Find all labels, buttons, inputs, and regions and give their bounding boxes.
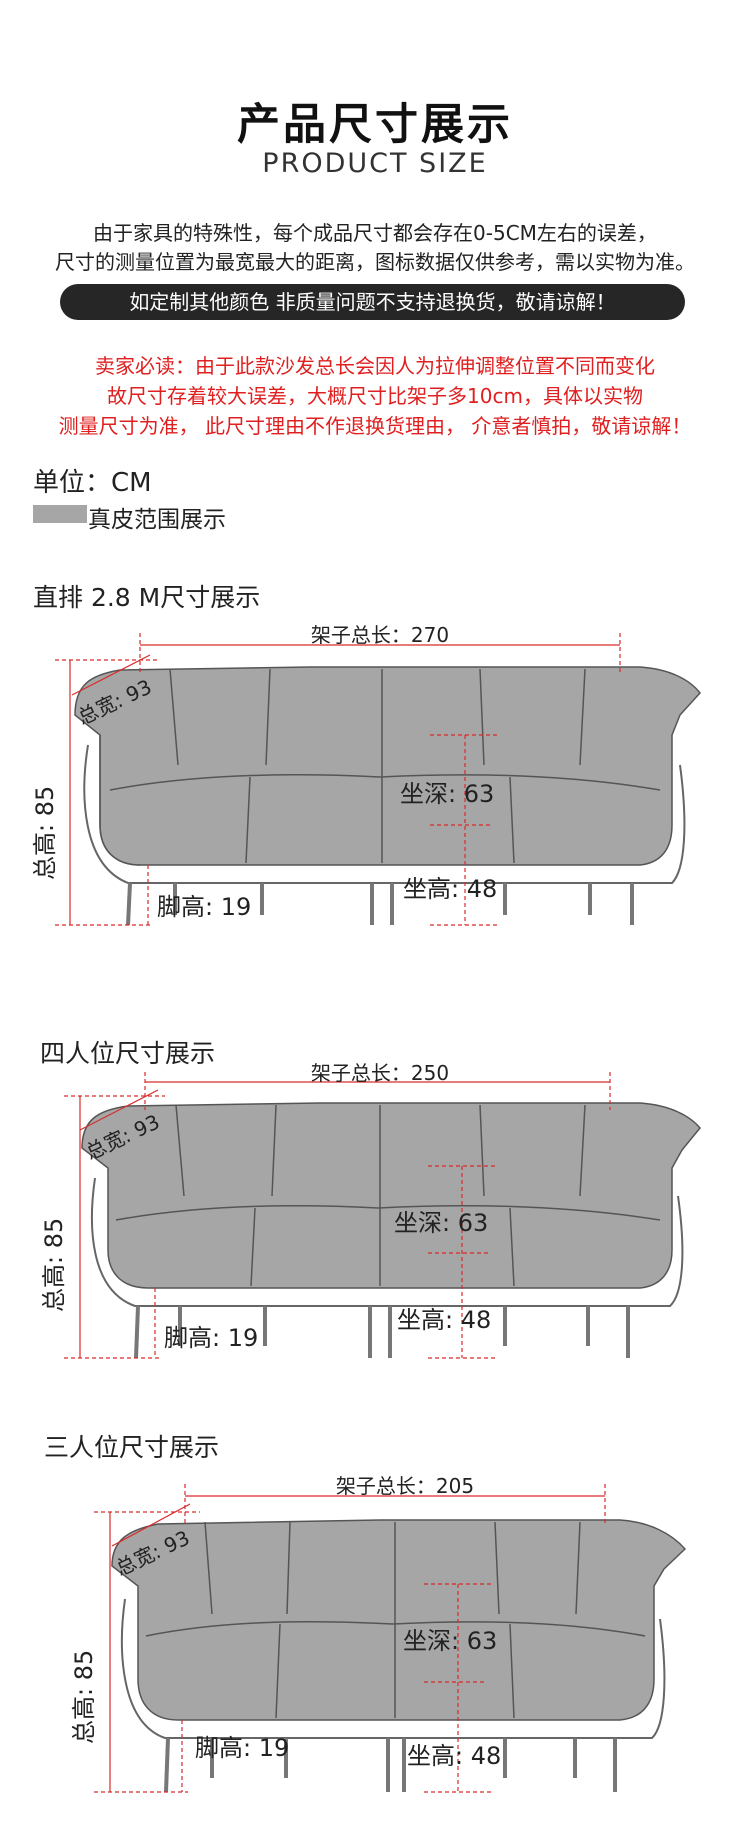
sofa-diagram-3: 架子总长：205 总宽: 93 总高: 85 坐深: 63 坐高: 48 脚高:… bbox=[70, 1474, 687, 1793]
seat-height-label: 坐高: 48 bbox=[403, 875, 497, 903]
sofa-frame bbox=[91, 1177, 684, 1307]
sofa-legs bbox=[134, 1305, 630, 1359]
sofa-diagram-1: 架子总长：270 总宽: 93 总高: 85 坐深: 63 坐高: 48 脚高:… bbox=[31, 623, 701, 926]
section-title-1: 直排 2.8 M尺寸展示 bbox=[33, 583, 261, 612]
notice-bar: 如定制其他颜色 非质量问题不支持退换货，敬请谅解！ bbox=[60, 284, 685, 320]
warning-line-3: 测量尺寸为准， 此尺寸理由不作退换货理由， 介意者慎拍，敬请谅解！ bbox=[58, 414, 692, 438]
sofa-frame bbox=[120, 1598, 666, 1739]
intro-line-1: 由于家具的特殊性，每个成品尺寸都会存在0-5CM左右的误差， bbox=[93, 221, 657, 245]
sofa-diagram-2: 架子总长：250 总宽: 93 总高: 85 坐深: 63 坐高: 48 脚高:… bbox=[40, 1061, 701, 1359]
seat-height-label: 坐高: 48 bbox=[397, 1306, 491, 1334]
total-height-label: 总高: 85 bbox=[70, 1650, 98, 1744]
seat-depth-label: 坐深: 63 bbox=[400, 780, 494, 808]
sofa-shape bbox=[111, 1519, 687, 1721]
total-height-label: 总高: 85 bbox=[40, 1218, 68, 1312]
section-title-2: 四人位尺寸展示 bbox=[40, 1039, 216, 1068]
dimension-lines bbox=[55, 633, 621, 926]
warning-line-2: 故尺寸存着较大误差，大概尺寸比架子多10cm，具体以实物 bbox=[107, 384, 643, 408]
frame-length-label: 架子总长：270 bbox=[311, 623, 449, 647]
sofa-frame bbox=[83, 744, 686, 884]
unit-label: 单位：CM bbox=[33, 468, 152, 498]
dimension-lines bbox=[94, 1484, 606, 1793]
sofa-legs bbox=[126, 882, 634, 926]
page-title: 产品尺寸展示 bbox=[237, 100, 513, 150]
seat-height-label: 坐高: 48 bbox=[407, 1742, 501, 1770]
leg-height-label: 脚高: 19 bbox=[157, 893, 251, 921]
legend-label: 真皮范围展示 bbox=[88, 507, 226, 533]
leg-height-label: 脚高: 19 bbox=[195, 1734, 289, 1762]
section-title-3: 三人位尺寸展示 bbox=[44, 1433, 220, 1462]
frame-length-label: 架子总长：250 bbox=[311, 1061, 449, 1085]
sofa-legs bbox=[164, 1737, 617, 1793]
seat-depth-label: 坐深: 63 bbox=[394, 1209, 488, 1237]
page-subtitle: PRODUCT SIZE bbox=[262, 148, 488, 179]
total-height-label: 总高: 85 bbox=[31, 786, 59, 880]
intro-line-2: 尺寸的测量位置为最宽最大的距离，图标数据仅供参考，需以实物为准。 bbox=[55, 250, 695, 274]
legend-swatch bbox=[33, 505, 87, 523]
leg-height-label: 脚高: 19 bbox=[164, 1324, 258, 1352]
seat-depth-label: 坐深: 63 bbox=[403, 1627, 497, 1655]
sofa-shape bbox=[81, 1102, 701, 1289]
dimension-lines bbox=[64, 1072, 611, 1359]
warning-line-1: 卖家必读：由于此款沙发总长会因人为拉伸调整位置不同而变化 bbox=[95, 354, 655, 378]
sofa-shape bbox=[74, 666, 701, 866]
frame-length-label: 架子总长：205 bbox=[336, 1474, 474, 1498]
